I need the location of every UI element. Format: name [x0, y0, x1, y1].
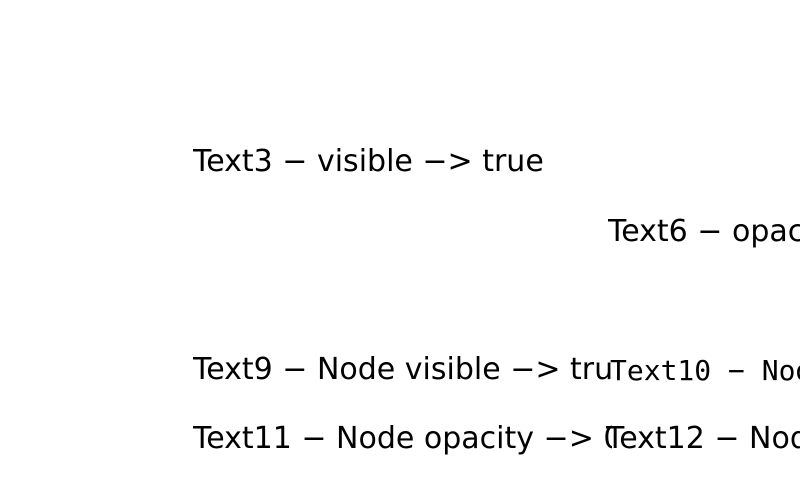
text-element-text3: Text3 − visible −> true [193, 144, 544, 179]
text-element-text10: Text10 − Nod [610, 354, 800, 387]
text-element-text11: Text11 − Node opacity −> 0 [193, 421, 612, 456]
text-element-text9: Text9 − Node visible −> tru [193, 352, 612, 387]
text-element-text12: Text12 − Nod [606, 421, 800, 456]
text-element-text6: Text6 − opac [608, 214, 800, 249]
